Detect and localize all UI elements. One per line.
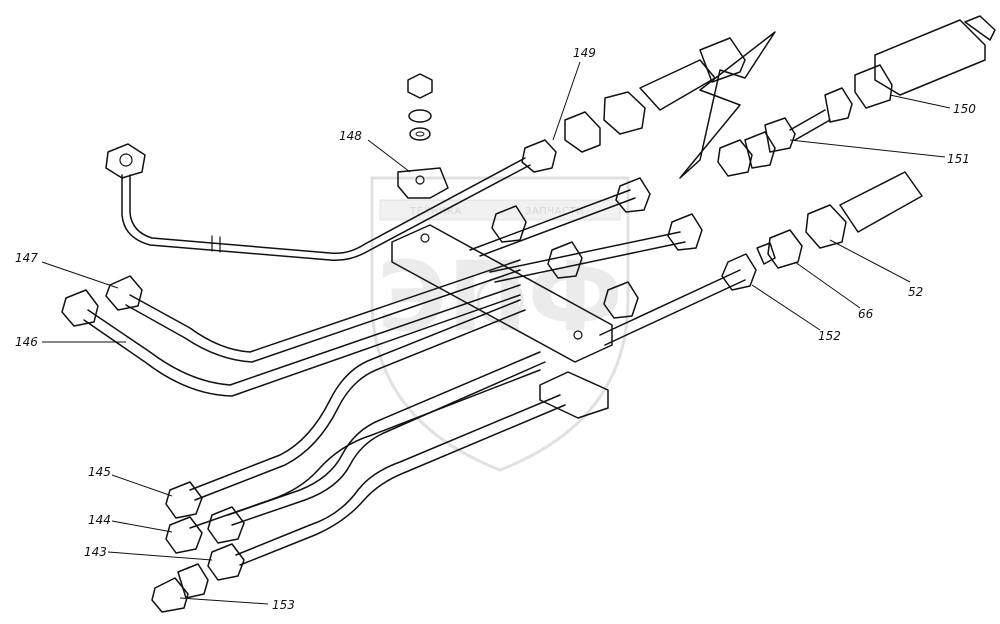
upper-pipe-nuts (469, 177, 703, 319)
callout-153: 153 (272, 598, 295, 612)
callout-144: 144 (88, 513, 111, 527)
watermark-logo-text: ЭПФ (377, 241, 623, 353)
connector-52-66 (756, 171, 923, 269)
callout-150: 150 (953, 102, 976, 116)
pipes-143-145 (165, 299, 566, 581)
bracket-148 (397, 73, 449, 199)
callout-151: 151 (947, 152, 970, 166)
callout-152: 152 (818, 329, 841, 343)
zigzag-arrow (679, 31, 776, 179)
leader-lines (41, 61, 951, 605)
callout-143: 143 (84, 545, 107, 559)
callout-labels: 149 148 150 151 147 146 52 66 152 145 14… (15, 46, 976, 612)
filter-150 (854, 15, 996, 109)
callout-148: 148 (339, 129, 362, 143)
pipes-146-147 (61, 259, 521, 397)
top-tube-assembly (105, 139, 557, 262)
callout-145: 145 (88, 465, 111, 479)
fitting-153 (151, 563, 209, 613)
callout-66: 66 (858, 307, 874, 321)
manifold-plate (391, 224, 613, 419)
callout-149: 149 (573, 46, 596, 60)
callout-147: 147 (15, 251, 38, 265)
watermark-logo: ТЕХНИКА ЗАПЧАСТИ ЭПФ (370, 176, 630, 472)
callout-52: 52 (908, 285, 923, 299)
connector-151 (717, 87, 853, 177)
watermark-band-right: ЗАПЧАСТИ (525, 206, 584, 217)
callout-146: 146 (15, 335, 38, 349)
watermark-band-left: ТЕХНИКА (409, 206, 462, 217)
pipe-152 (599, 253, 757, 346)
